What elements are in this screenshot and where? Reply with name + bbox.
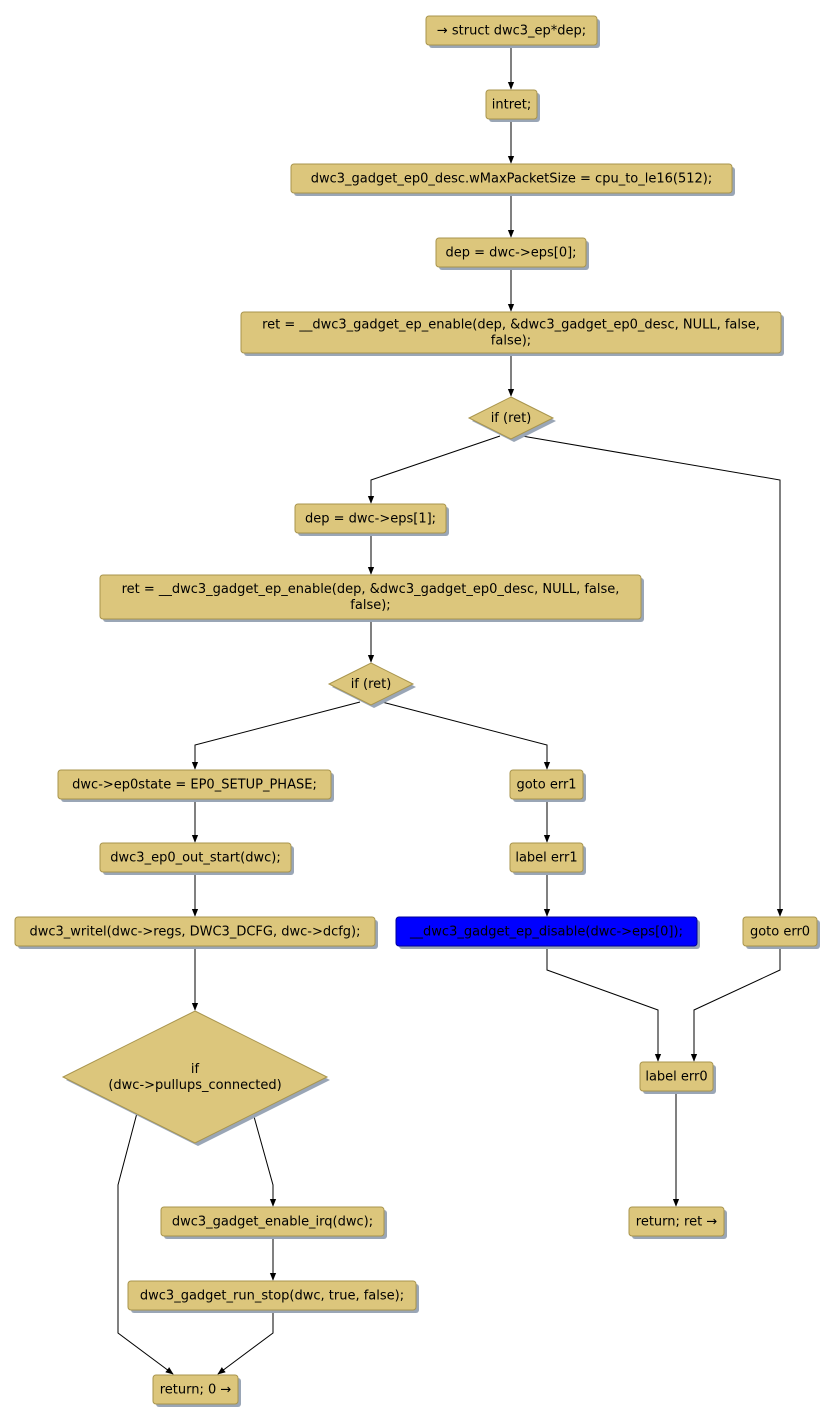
flow-arrow	[117, 1112, 174, 1375]
node-box	[485, 89, 538, 120]
node-label: label err0	[645, 1070, 707, 1085]
declare-dep-node: → struct dwc3_ep*dep;	[425, 15, 600, 48]
node-box	[742, 916, 818, 947]
node-box	[294, 503, 447, 534]
node-label: → struct dwc3_ep*dep;	[437, 24, 586, 39]
declare-ret-node: intret;	[485, 89, 540, 122]
flow-arrow	[381, 701, 551, 770]
assign-dep-eps0-node: dep = dwc->eps[0];	[435, 237, 589, 270]
node-box	[628, 1206, 725, 1237]
node-label: false);	[491, 334, 531, 349]
node-label: ret = __dwc3_gadget_ep_enable(dep, &dwc3…	[262, 318, 760, 333]
node-label: if (ret)	[491, 411, 532, 426]
flow-arrow	[367, 435, 501, 504]
node-label: return; 0 →	[160, 1383, 232, 1398]
decision-diamond	[327, 662, 415, 706]
node-label: __dwc3_gadget_ep_disable(dwc->eps[0]);	[409, 925, 683, 940]
run-stop-node: dwc3_gadget_run_stop(dwc, true, false);	[127, 1280, 419, 1313]
node-label: dwc3_ep0_out_start(dwc);	[110, 851, 280, 866]
flow-arrow	[521, 435, 784, 917]
enable-irq-node: dwc3_gadget_enable_irq(dwc);	[160, 1206, 387, 1239]
node-box	[160, 1206, 385, 1237]
node-label: dwc3_gadget_enable_irq(dwc);	[172, 1215, 373, 1230]
label-err1-node: label err1	[509, 842, 586, 875]
enable-ep1-node: ret = __dwc3_gadget_ep_enable(dep, &dwc3…	[99, 574, 644, 622]
node-label: if	[191, 1062, 200, 1077]
node-box	[127, 1280, 417, 1311]
node-label: intret;	[492, 98, 531, 113]
node-label: dwc->ep0state = EP0_SETUP_PHASE;	[72, 778, 317, 793]
node-box	[395, 916, 698, 947]
if-ret-decision-1: if (ret)	[467, 396, 556, 442]
node-label: return; ret →	[636, 1215, 718, 1230]
node-label: goto err0	[750, 925, 810, 940]
assign-dep-eps1-node: dep = dwc->eps[1];	[294, 503, 449, 536]
node-label: false);	[350, 598, 390, 613]
enable-ep0-node: ret = __dwc3_gadget_ep_enable(dep, &dwc3…	[240, 311, 784, 356]
node-box	[14, 916, 376, 947]
node-box	[639, 1061, 714, 1092]
node-label: dep = dwc->eps[0];	[445, 246, 576, 261]
if-pullups-connected-decision: if(dwc->pullups_connected)	[61, 1010, 330, 1146]
flow-arrow	[191, 701, 361, 770]
goto-err0-node: goto err0	[742, 916, 820, 949]
edges	[117, 45, 784, 1375]
decision-diamond	[467, 396, 555, 440]
node-label: dep = dwc->eps[1];	[305, 512, 436, 527]
flow-arrow	[217, 1310, 274, 1375]
node-label: dwc3_gadget_ep0_desc.wMaxPacketSize = cp…	[311, 172, 713, 187]
goto-err1-node: goto err1	[509, 769, 586, 802]
node-box	[99, 574, 642, 620]
return-ret-node: return; ret →	[628, 1206, 727, 1239]
flow-arrow	[252, 1112, 277, 1207]
set-max-packet-size-node: dwc3_gadget_ep0_desc.wMaxPacketSize = cp…	[290, 163, 735, 196]
node-box	[240, 311, 782, 354]
nodes: → struct dwc3_ep*dep; intret; dwc3_gadget_…	[14, 15, 820, 1407]
ep-disable-node: __dwc3_gadget_ep_disable(dwc->eps[0]);	[395, 916, 700, 949]
node-label: dwc3_writel(dwc->regs, DWC3_DCFG, dwc->d…	[29, 925, 360, 940]
ep0-out-start-node: dwc3_ep0_out_start(dwc);	[99, 842, 294, 875]
flow-arrow	[546, 946, 662, 1062]
node-box	[435, 237, 587, 268]
node-box	[99, 842, 292, 873]
node-box	[152, 1374, 239, 1405]
if-ret-decision-2: if (ret)	[327, 662, 416, 708]
node-box	[509, 842, 584, 873]
node-label: (dwc->pullups_connected)	[108, 1078, 281, 1093]
node-label: goto err1	[516, 778, 576, 793]
node-label: dwc3_gadget_run_stop(dwc, true, false);	[140, 1289, 404, 1304]
node-box	[509, 769, 584, 800]
node-label: label err1	[515, 851, 577, 866]
node-box	[425, 15, 598, 46]
return-zero-node: return; 0 →	[152, 1374, 241, 1407]
flow-arrow	[690, 946, 781, 1062]
label-err0-node: label err0	[639, 1061, 716, 1094]
node-box	[290, 163, 733, 194]
node-label: if (ret)	[351, 677, 392, 692]
decision-diamond	[61, 1010, 329, 1144]
node-box	[57, 769, 332, 800]
node-label: ret = __dwc3_gadget_ep_enable(dep, &dwc3…	[122, 582, 620, 597]
set-ep0state-node: dwc->ep0state = EP0_SETUP_PHASE;	[57, 769, 334, 802]
writel-dcfg-node: dwc3_writel(dwc->regs, DWC3_DCFG, dwc->d…	[14, 916, 378, 949]
